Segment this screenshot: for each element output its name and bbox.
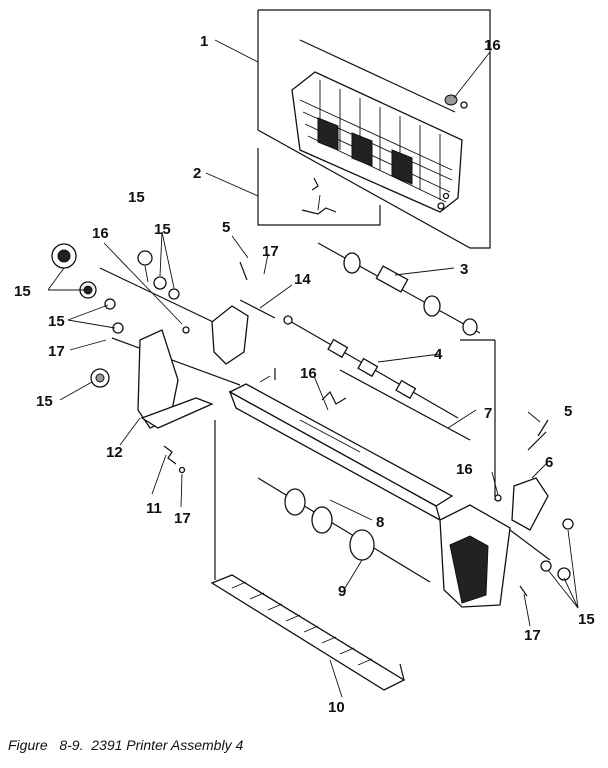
bottom-guide-tray	[210, 574, 406, 691]
callout-10: 10	[328, 699, 345, 716]
feed-roller-shaft	[317, 242, 496, 500]
sensor-lever-group	[257, 148, 381, 226]
main-frame-plate	[214, 368, 454, 580]
callout-16: 16	[300, 365, 317, 382]
callout-16: 16	[484, 37, 501, 54]
callout-15: 15	[36, 393, 53, 410]
callout-11: 11	[146, 500, 162, 517]
callout-labels: 1 16 2 15 5 15 16 17 3 14 15 15 17 4 16 …	[14, 33, 595, 716]
callout-15: 15	[154, 221, 171, 238]
right-side-frame	[439, 419, 574, 608]
callout-9: 9	[338, 583, 346, 600]
callout-17: 17	[524, 627, 541, 644]
callout-14: 14	[294, 271, 311, 288]
callout-17: 17	[48, 343, 65, 360]
callout-5: 5	[222, 219, 230, 236]
callout-2: 2	[193, 165, 201, 182]
callout-16: 16	[92, 225, 109, 242]
figure-caption: Figure 8-9. 2391 Printer Assembly 4	[8, 737, 243, 753]
callout-5: 5	[564, 403, 572, 420]
callout-3: 3	[460, 261, 468, 278]
callout-17: 17	[262, 243, 279, 260]
callout-4: 4	[434, 346, 443, 363]
idler-roller-shaft	[283, 315, 459, 419]
paper-guide-assembly	[257, 9, 491, 249]
left-side-frame	[51, 243, 276, 474]
callout-1: 1	[200, 33, 208, 50]
threaded-rod	[339, 369, 471, 441]
callout-15: 15	[578, 611, 595, 628]
callout-12: 12	[106, 444, 123, 461]
pressure-roller	[257, 477, 431, 583]
callout-16: 16	[456, 461, 473, 478]
leader-lines	[47, 39, 579, 698]
callout-8: 8	[376, 514, 384, 531]
callout-7: 7	[484, 405, 492, 422]
callout-15: 15	[48, 313, 65, 330]
callout-15: 15	[14, 283, 31, 300]
callout-6: 6	[545, 454, 553, 471]
callout-15: 15	[128, 189, 145, 206]
callout-17: 17	[174, 510, 191, 527]
